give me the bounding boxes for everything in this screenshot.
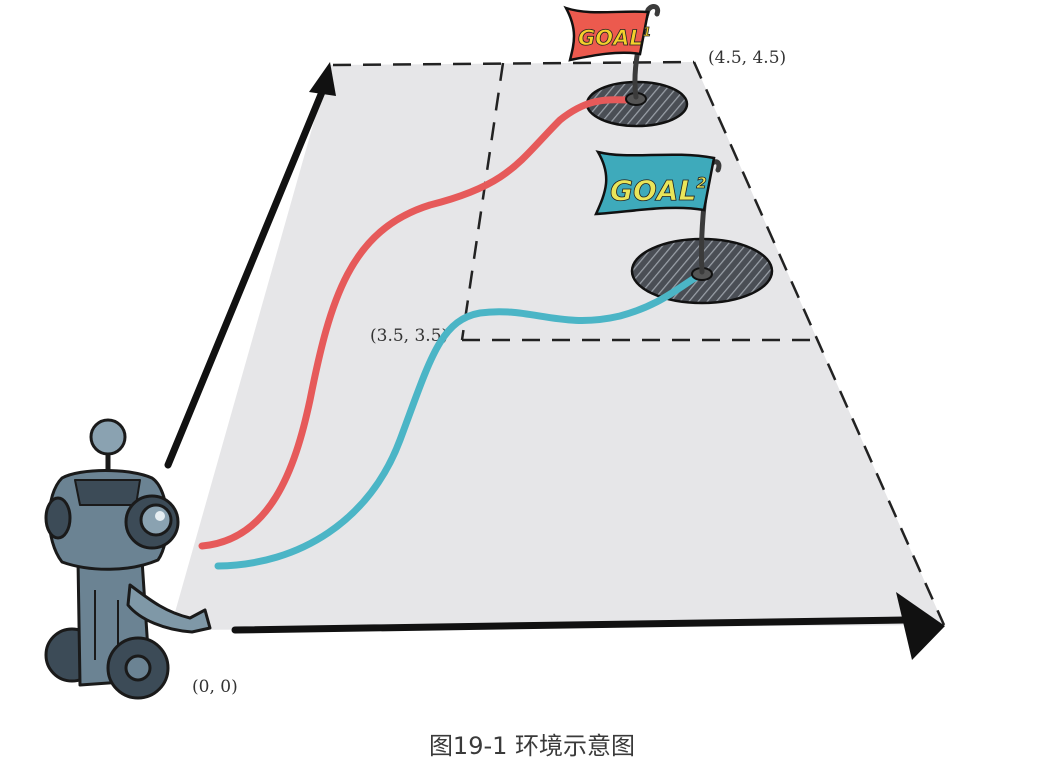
y-axis-arrow: [164, 62, 336, 469]
robot-antenna: [89, 418, 127, 456]
robot: [44, 418, 212, 700]
label-origin: (0, 0): [192, 677, 238, 697]
goal-2-text: GOAL: [610, 174, 696, 207]
svg-text:GOAL1: GOAL1: [578, 25, 651, 50]
x-axis-arrow: [231, 592, 945, 660]
goal-1-sup: 1: [643, 25, 651, 39]
figure-caption: 图19-1 环境示意图: [428, 732, 636, 760]
environment-diagram: (4.5, 4.5) (3.5, 3.5) (0, 0) GOAL1 GOAL2: [44, 4, 946, 700]
svg-text:GOAL2: GOAL2: [610, 174, 707, 207]
path-to-goal-2: [214, 272, 702, 570]
ground-plane: [170, 62, 944, 630]
goal-2-sup: 2: [696, 174, 706, 192]
path-to-goal-1: [198, 96, 636, 550]
robot-arm: [126, 583, 212, 634]
goal-1-text: GOAL: [578, 26, 643, 50]
goal-2-flag: GOAL2: [594, 150, 722, 281]
label-inner-corner: (3.5, 3.5): [370, 326, 448, 346]
label-far-corner: (4.5, 4.5): [708, 48, 786, 68]
goal-1-flag: GOAL1: [563, 4, 661, 106]
